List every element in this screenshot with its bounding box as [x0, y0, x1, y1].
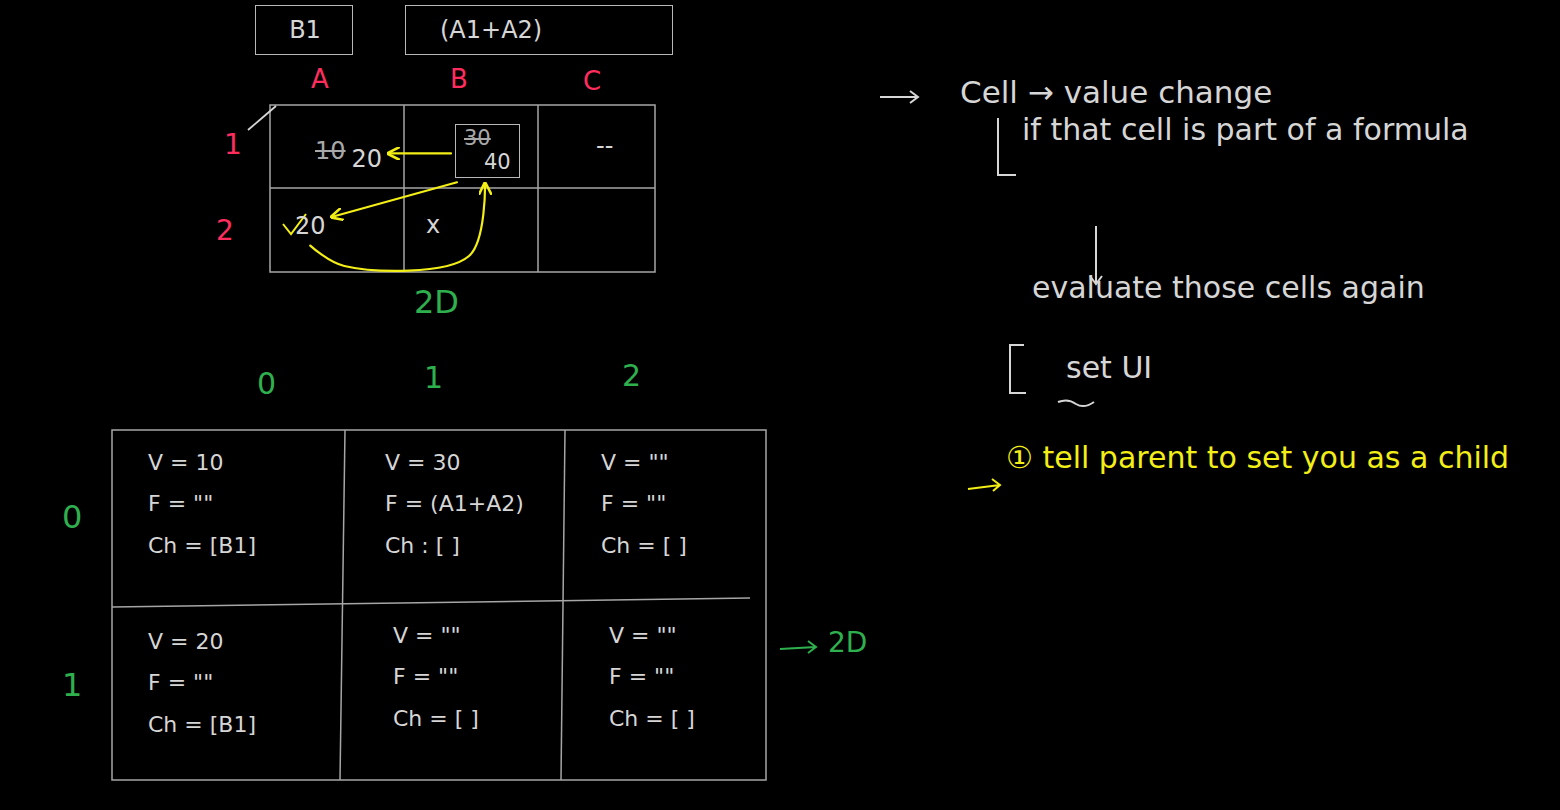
cell-text: F = ""	[148, 670, 213, 695]
dependency-arrow	[310, 183, 485, 271]
sheet-cell: --	[538, 105, 655, 188]
column-index: 1	[424, 360, 443, 396]
cell-text: F = ""	[609, 664, 674, 689]
cell-object: V = "" F = "" Ch = [ ]	[563, 607, 766, 780]
cell-ref-box: B1	[255, 5, 353, 55]
cell-text: 40	[484, 150, 511, 174]
sheet-cell: 3040	[404, 105, 538, 188]
cell-text: F = ""	[393, 664, 458, 689]
cell-text: --	[596, 133, 613, 161]
cell-text: V = 30	[385, 450, 460, 475]
cell-text: V = 10	[148, 450, 223, 475]
cell-text: Ch = [B1]	[148, 712, 256, 737]
bracket	[998, 118, 1016, 175]
array-grid	[112, 430, 766, 780]
cell-text: x	[426, 212, 440, 240]
cell-text: (A1+A2)	[440, 17, 542, 45]
column-header: C	[583, 66, 601, 97]
sheet-cell: x	[404, 188, 538, 272]
cell-content: 20	[295, 213, 326, 241]
cell-text: 10	[315, 138, 346, 166]
grid-line	[112, 598, 750, 607]
cell-text: F = (A1+A2)	[385, 491, 524, 516]
cell-content: --	[596, 133, 613, 161]
cell-text: Ch = [ ]	[601, 533, 687, 558]
column-index: 2	[622, 358, 641, 394]
cell-text: V = ""	[601, 450, 669, 475]
row-index: 1	[62, 666, 82, 704]
cell-text: B1	[289, 17, 321, 45]
row-index: 0	[62, 498, 82, 536]
column-header: B	[450, 64, 468, 95]
formula-bar-box: (A1+A2)	[405, 5, 673, 55]
arrow	[968, 479, 1000, 491]
cell-text: Ch = [B1]	[148, 533, 256, 558]
row-header: 2	[216, 214, 234, 248]
note-text: if that cell is part of a formula	[1022, 112, 1524, 148]
grid-lines	[112, 105, 766, 780]
structure-note: 2D	[828, 626, 867, 660]
cell-object: V = "" F = "" Ch = [ ]	[345, 607, 563, 780]
row-header: 1	[224, 128, 242, 162]
cell-text: Ch : [ ]	[385, 533, 460, 558]
grid-line	[561, 430, 565, 780]
cell-object: V = 30 F = (A1+A2) Ch : [ ]	[345, 430, 563, 607]
sheet-grid	[270, 105, 655, 272]
structure-note: 2D	[414, 283, 459, 321]
cell-content: V = 10 F = "" Ch = [B1]	[148, 450, 256, 558]
cell-text: F = ""	[148, 491, 213, 516]
cell-text: V = ""	[393, 623, 461, 648]
formula-cell-box: 3040	[455, 124, 520, 178]
cell-content: V = "" F = "" Ch = [ ]	[609, 623, 695, 731]
cell-text: V = 20	[148, 629, 223, 654]
cell-text: 20	[295, 213, 326, 241]
column-header: A	[311, 64, 329, 95]
grid-line	[270, 187, 655, 189]
cell-content: 1020	[315, 138, 382, 174]
cell-content: V = "" F = "" Ch = [ ]	[601, 450, 687, 558]
column-index: 0	[257, 366, 276, 402]
cell-content: V = 20 F = "" Ch = [B1]	[148, 629, 256, 737]
cell-text: V = ""	[609, 623, 677, 648]
note-text: Cell → value change	[960, 74, 1272, 111]
sheet-cell: 20	[270, 188, 404, 272]
note-text: ① tell parent to set you as a child	[1006, 440, 1560, 476]
cell-text: Ch = [ ]	[393, 706, 479, 731]
sheet-cell: 1020	[270, 105, 404, 188]
note-text: evaluate those cells again	[1032, 270, 1425, 306]
underline	[1058, 400, 1094, 406]
note-text: set UI	[1066, 350, 1152, 386]
cell-content: (A1+A2)	[440, 17, 542, 45]
arrow	[880, 91, 918, 103]
cell-text: Ch = [ ]	[609, 706, 695, 731]
cell-content: x	[426, 212, 440, 240]
cell-content: V = "" F = "" Ch = [ ]	[393, 623, 479, 731]
cell-text: 20	[352, 146, 383, 174]
cell-object: V = "" F = "" Ch = [ ]	[563, 430, 766, 607]
cell-object: V = 10 F = "" Ch = [B1]	[112, 430, 345, 607]
grid-line	[340, 430, 345, 780]
arrow	[780, 641, 816, 653]
cell-text: F = ""	[601, 491, 666, 516]
bracket	[1010, 345, 1026, 393]
dependency-arrow	[388, 152, 451, 154]
cell-text: 30	[464, 126, 491, 150]
cell-content: V = 30 F = (A1+A2) Ch : [ ]	[385, 450, 524, 558]
check-mark	[248, 106, 276, 130]
cell-content: B1	[289, 17, 321, 45]
cell-object: V = 20 F = "" Ch = [B1]	[112, 607, 345, 780]
